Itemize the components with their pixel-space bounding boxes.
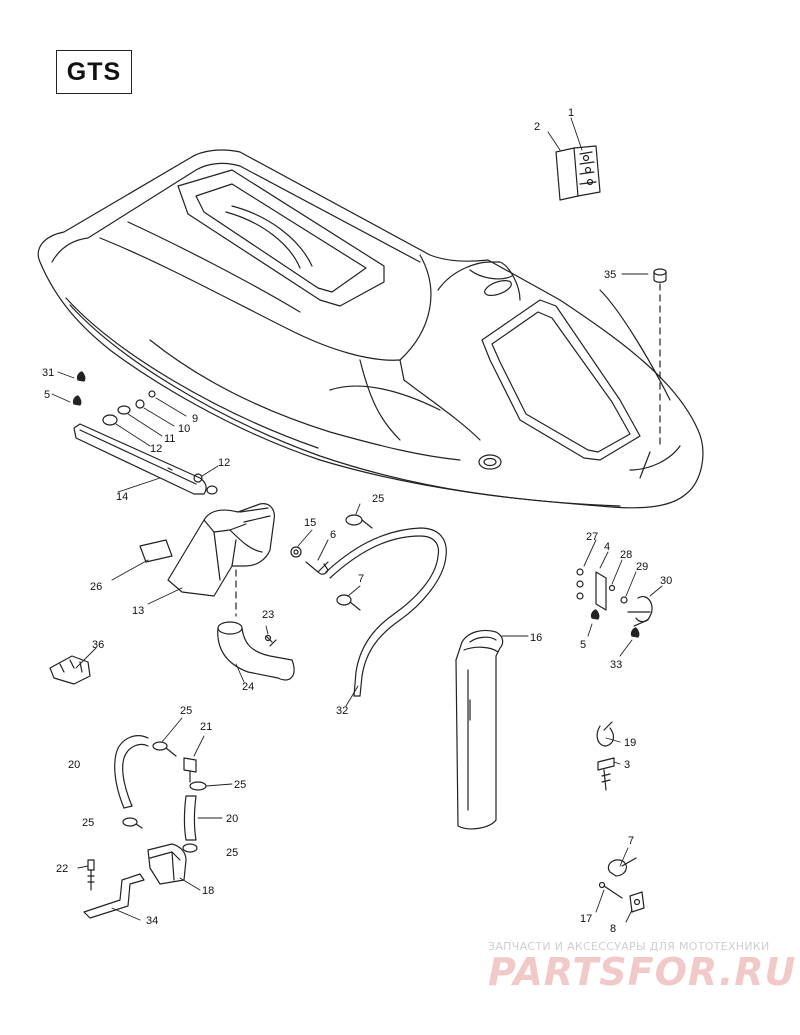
drain-plug-part [653, 268, 667, 283]
watermark-tagline: ЗАПЧАСТИ И АКСЕССУАРЫ ДЛЯ МОТОТЕХНИКИ [488, 940, 770, 953]
bolt-22-part [87, 859, 95, 891]
clamp-25-b [152, 741, 177, 757]
callout: 32 [336, 705, 348, 717]
callout: 25 [82, 817, 94, 829]
callout: 17 [580, 913, 592, 925]
callout: 14 [116, 491, 128, 503]
callout: 3 [624, 759, 630, 771]
exhaust-duct-part [455, 629, 504, 830]
callout: 34 [146, 915, 158, 927]
callout: 21 [200, 721, 212, 733]
callout: 12 [218, 457, 230, 469]
callout: 25 [180, 705, 192, 717]
callout: 25 [226, 847, 238, 859]
fuse-holder-part [555, 145, 601, 201]
housing-18-part [147, 843, 187, 885]
callout: 35 [604, 269, 616, 281]
callout: 33 [610, 659, 622, 671]
clamp-7-mid [336, 594, 361, 611]
callout: 36 [92, 639, 104, 651]
hose-20-left [114, 735, 149, 809]
callout: 30 [660, 575, 672, 587]
hose-20-short [183, 795, 197, 841]
hull-body [37, 149, 704, 509]
callout: 31 [42, 367, 54, 379]
callout: 5 [580, 639, 586, 651]
hose-32-part [325, 527, 447, 697]
callout: 25 [372, 493, 384, 505]
clamp-25-top [345, 514, 373, 529]
callout: 2 [534, 121, 540, 133]
pad-part [139, 539, 173, 563]
callout: 29 [636, 561, 648, 573]
fitting-21-part [183, 757, 197, 783]
callout: 16 [530, 632, 542, 644]
callout: 10 [178, 423, 190, 435]
callout: 18 [202, 885, 214, 897]
callout: 24 [242, 681, 254, 693]
strap-34-part [83, 873, 145, 919]
screw-23-part [264, 634, 273, 643]
leader-lines [51, 117, 663, 923]
callout: 1 [568, 107, 574, 119]
hose-elbow-part [217, 621, 295, 681]
clamp-25-e [182, 843, 198, 853]
callout: 20 [226, 813, 238, 825]
clamp-7-lower [607, 857, 637, 877]
intake-duct-part [167, 503, 275, 617]
screw-nut-17-8 [598, 881, 645, 913]
callout: 7 [358, 573, 364, 585]
callout: 23 [262, 609, 274, 621]
clamp-screw-19-3 [596, 721, 615, 791]
fasteners-left [72, 371, 218, 495]
clamp-25-c [189, 781, 207, 791]
callout-labels: 1 2 35 31 5 9 10 11 12 12 14 25 15 6 7 2… [42, 107, 672, 935]
model-label: GTS [56, 50, 132, 94]
callout: 7 [628, 835, 634, 847]
callout: 9 [192, 413, 198, 425]
callout: 20 [68, 759, 80, 771]
callout: 22 [56, 863, 68, 875]
callout: 15 [304, 517, 316, 529]
clamp-25-d [122, 817, 143, 829]
callout: 12 [150, 443, 162, 455]
callout: 19 [624, 737, 636, 749]
bracket-set-right [576, 568, 653, 638]
callout: 13 [132, 605, 144, 617]
sponson-strip-part [73, 423, 207, 495]
watermark-logo: PARTSFOR.RU [488, 950, 797, 994]
callout: 25 [234, 779, 246, 791]
callout: 5 [44, 389, 50, 401]
callout: 27 [586, 531, 598, 543]
callout: 8 [610, 923, 616, 935]
callout: 26 [90, 581, 102, 593]
callout: 28 [620, 549, 632, 561]
callout: 11 [164, 433, 175, 445]
callout: 6 [330, 529, 336, 541]
callout: 4 [604, 541, 610, 553]
